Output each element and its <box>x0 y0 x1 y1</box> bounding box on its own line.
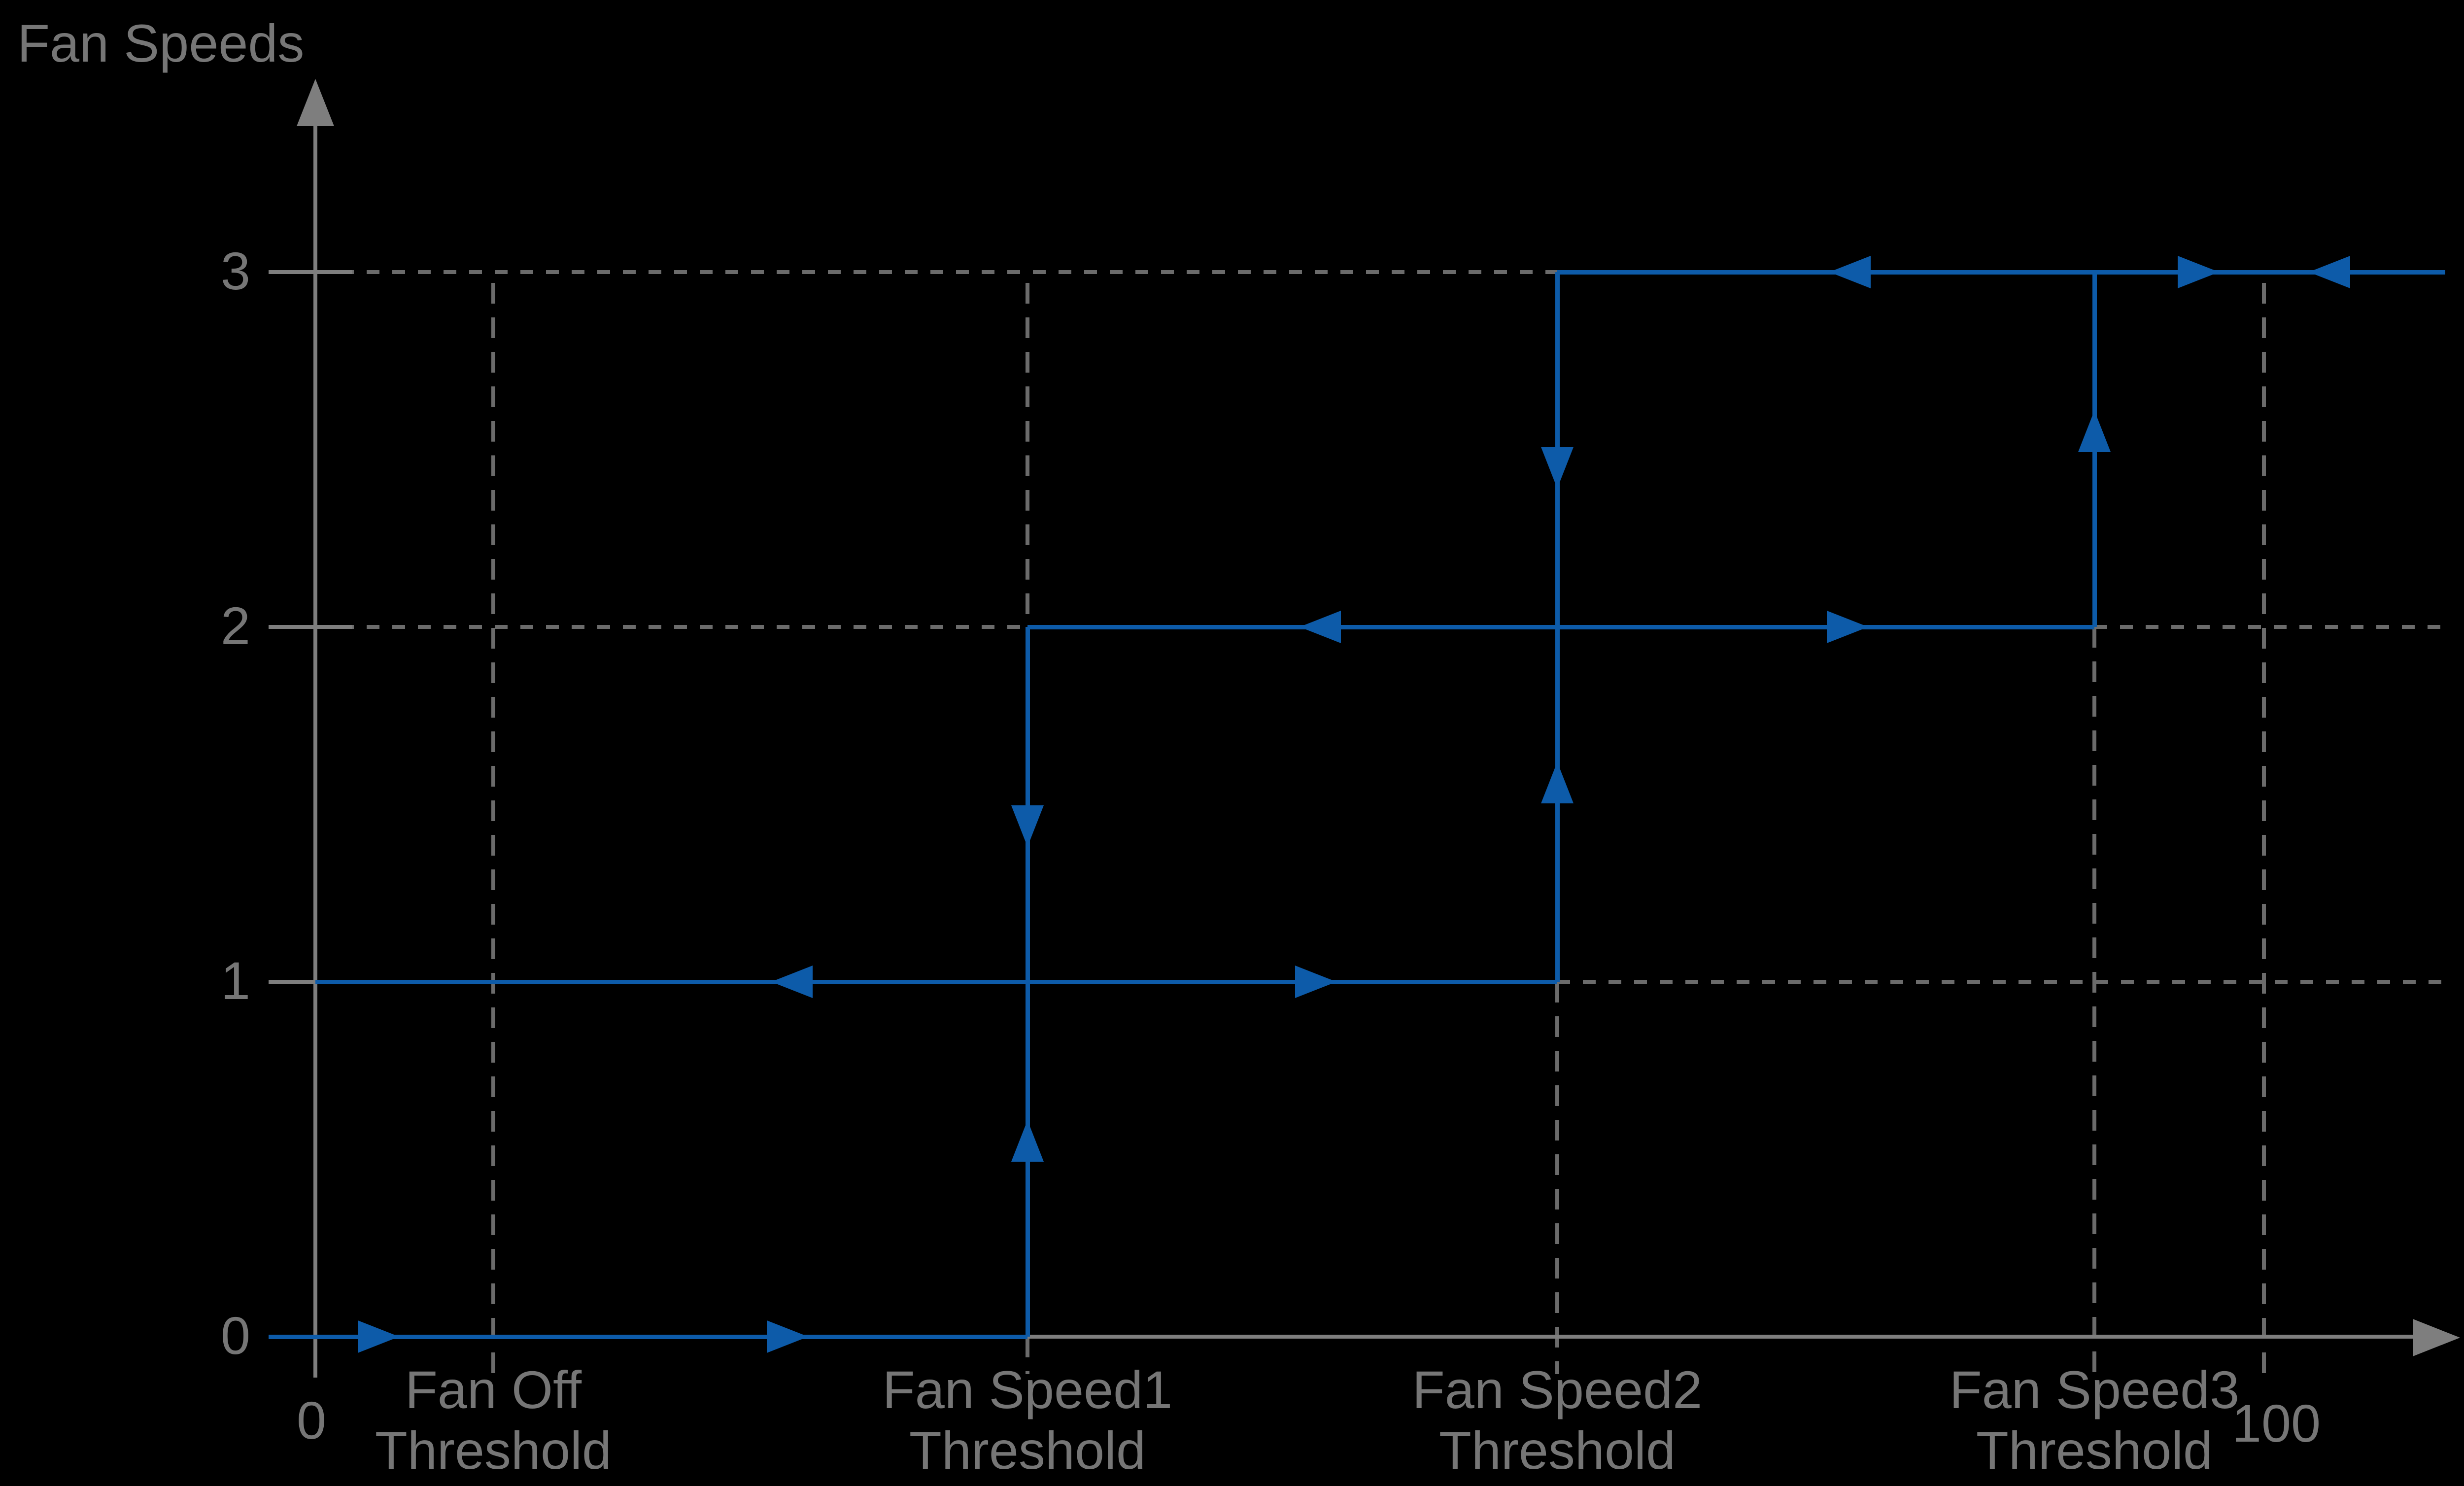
gridline-vertical <box>1026 1337 1029 1374</box>
gridline-vertical <box>1555 982 1559 1374</box>
curve-arrow-down-icon <box>1011 805 1044 847</box>
y-axis-tick <box>269 625 352 629</box>
curve-segment-horizontal <box>1027 625 2094 629</box>
y-tick-label-1: 1 <box>220 951 250 1010</box>
x-origin-label: 0 <box>296 1390 327 1450</box>
gridline-horizontal <box>1557 980 2445 984</box>
curve-arrow-up-icon <box>1011 1120 1044 1162</box>
curve-arrow-right-icon <box>1827 611 1868 643</box>
curve-arrow-right-icon <box>767 1320 808 1353</box>
gridline-vertical <box>2262 283 2266 1374</box>
curve-segment-horizontal <box>315 980 1557 984</box>
curve-arrow-left-icon <box>771 966 813 998</box>
threshold-label-fan-speed2: Fan Speed2 Threshold <box>1335 1359 1779 1481</box>
threshold-label-fan-off: Fan Off Threshold <box>272 1359 715 1481</box>
gridline-vertical <box>491 283 495 1374</box>
threshold-label-fan-speed1: Fan Speed1 Threshold <box>806 1359 1249 1481</box>
y-tick-label-2: 2 <box>220 596 250 656</box>
threshold-label-line2: Threshold <box>375 1420 612 1481</box>
gridline-horizontal <box>2094 625 2445 629</box>
gridline-horizontal <box>315 270 1557 274</box>
curve-arrow-right-icon <box>2178 256 2219 288</box>
x-max-label: 100 <box>2231 1393 2321 1453</box>
y-axis-tick <box>269 980 352 984</box>
y-axis-arrow-icon <box>297 79 334 126</box>
curve-arrow-right-icon <box>358 1320 399 1353</box>
curve-arrow-right-icon <box>1295 966 1336 998</box>
threshold-label-fan-speed3: Fan Speed3 Threshold <box>1873 1359 2316 1481</box>
gridline-vertical <box>2092 627 2096 1374</box>
threshold-label-line2: Threshold <box>1438 1420 1676 1481</box>
x-axis-line <box>315 1335 2419 1339</box>
curve-arrow-left-icon <box>2309 256 2350 288</box>
curve-arrow-up-icon <box>2078 411 2111 452</box>
gridline-horizontal <box>315 625 1027 629</box>
threshold-label-line2: Threshold <box>909 1420 1146 1481</box>
y-tick-label-0: 0 <box>220 1306 250 1365</box>
curve-segment-horizontal <box>269 1335 1027 1339</box>
curve-arrow-left-icon <box>1300 611 1341 643</box>
threshold-label-line2: Threshold <box>1976 1420 2213 1481</box>
y-axis-tick <box>269 270 352 274</box>
gridline-vertical <box>1026 283 1029 627</box>
x-axis-title-line2: [%] <box>2452 1384 2464 1449</box>
y-axis-title: Fan Speeds <box>17 13 305 73</box>
curve-arrow-left-icon <box>1829 256 1871 288</box>
x-axis-arrow-icon <box>2413 1319 2460 1356</box>
curve-arrow-down-icon <box>1541 447 1574 488</box>
y-tick-label-3: 3 <box>220 241 250 301</box>
curve-segment-horizontal <box>1557 270 2445 275</box>
y-axis-line <box>313 123 317 1378</box>
curve-arrow-up-icon <box>1541 762 1574 803</box>
